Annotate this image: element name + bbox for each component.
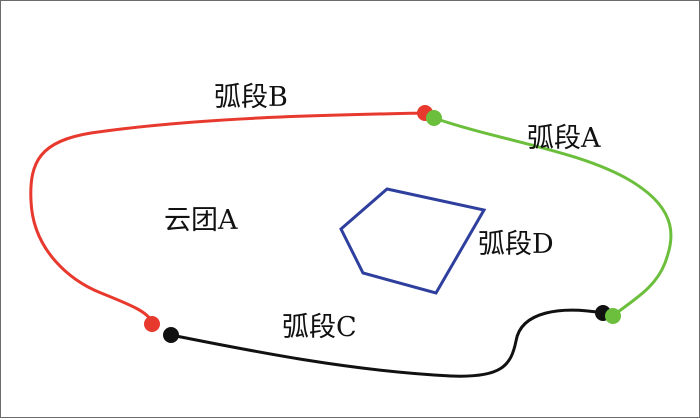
- arc-a-label: 弧段A: [527, 123, 601, 154]
- arc-c-curve: [169, 308, 605, 378]
- arc-b-start-dot: [144, 316, 160, 332]
- arc-b-label: 弧段B: [214, 82, 288, 113]
- arc-b-curve: [29, 111, 427, 326]
- cloud-a-label: 云团A: [164, 205, 238, 236]
- arc-a-end-dot: [605, 308, 621, 324]
- arc-a-start-dot: [426, 110, 442, 126]
- arc-d-label: 弧段D: [478, 229, 554, 260]
- arc-c-start-dot: [163, 327, 179, 343]
- arc-c-label: 弧段C: [282, 312, 357, 343]
- arc-d-polygon: [339, 187, 487, 295]
- arc-a-curve: [432, 116, 673, 318]
